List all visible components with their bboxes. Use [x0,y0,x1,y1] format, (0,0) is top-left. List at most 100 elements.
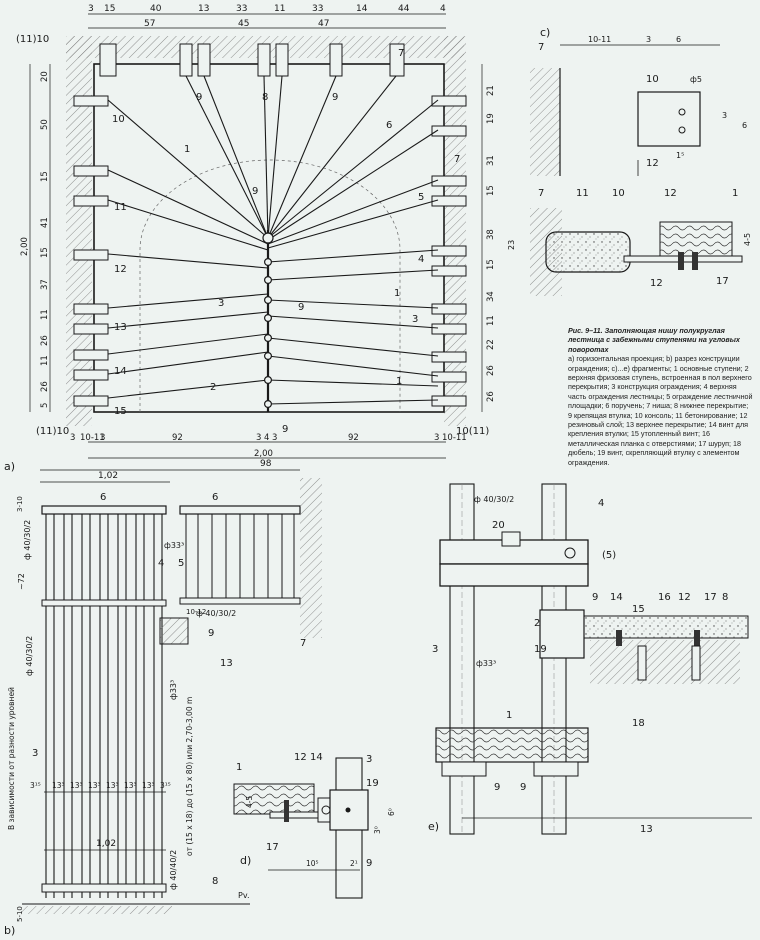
label: 6 [100,492,106,503]
label: 4 [158,558,164,569]
plan-label: 5 [418,192,424,203]
dim-text: 11 [274,4,285,14]
label: 12 [646,158,659,169]
panel-label-e: e) [428,820,439,833]
label: 19 [534,644,547,655]
plan-label: 1 [396,376,402,387]
plan-label: 3 [412,314,418,325]
detail-e-bar-lower [439,563,589,587]
dim-text: 3 [646,35,651,44]
dim-text: 13³ [70,781,83,790]
dim-text: 2¹ [350,859,358,868]
detail-e-bushing-low [441,761,487,777]
label: ф 40/40/2 [169,850,178,890]
dim-text: 13 [198,4,209,14]
plan-labels: (11)10 10 11 12 13 14 15 1 1 1 2 3 3 4 5… [16,34,489,437]
detail-e-slab-lower [590,640,740,684]
panel-label-d: d) [240,854,251,867]
panel-label-a: a) [4,460,15,473]
dim-text: 23 [507,240,516,250]
label: 1 [236,762,242,773]
detail-e-step [435,727,589,763]
detail-e-screw-15-icon [616,630,622,646]
label: Pv. [238,891,249,900]
plan-label: 1 [184,144,190,155]
height-note: от (15 x 18) до (15 x 80) или 2,70-3,00 … [185,697,194,856]
dim-text: 3 [272,433,277,443]
detail-c-screw-icon [678,252,684,270]
plan-label: 4 [418,254,424,265]
detail-c: 7 10-11 3 6 10 ф5 12 3 6 1⁵ 7 11 10 12 1… [507,26,752,296]
dim-text: 26 [40,335,50,346]
dim-text: 13³ [106,781,119,790]
section-b-floor [22,906,172,914]
plan-a: 3 15 40 13 33 11 33 14 44 4 57 45 47 20 … [4,4,496,473]
label: ф33³ [164,541,184,550]
label: 9 [208,628,214,639]
label: 5 [178,558,184,569]
dim-text: 41 [40,217,50,228]
dim-text: 21 [486,85,496,96]
dim-text: 50 [40,119,50,130]
detail-e-bushing [539,609,585,659]
plan-label: 9 [298,302,304,313]
label: 1 [506,710,512,721]
label: 20 [492,520,505,531]
plan-wall-right [444,36,466,426]
detail-e: ф 40/30/2 4 20 (5) 2 9 14 16 12 17 8 15 … [428,483,752,835]
label: 6 [212,492,218,503]
dim-text: 10⁵ [306,859,319,868]
dim-text: 14 [356,4,368,14]
caption-text: a) горизонтальная проекция; b) разрез ко… [568,354,753,467]
dim-text: 47 [318,19,329,29]
dim-text: 45 [238,19,249,29]
plan-label: 6 [386,120,392,131]
dim-text: 11 [40,309,50,320]
label: 11 [576,188,589,199]
dim-text: 22 [486,339,496,350]
dim-text: 33 [312,4,323,14]
dim-text: 11 [40,355,50,366]
dim-text: 3⁰ [373,826,382,834]
plan-label: (11)10 [36,426,69,437]
label: 9 [494,782,500,793]
plan-top-dims: 3 15 40 13 33 11 33 14 44 4 57 45 47 [88,4,446,29]
label: 7 [538,42,544,53]
plan-label: 9 [282,424,288,435]
dim-total: 2,00 [254,449,273,459]
dim-text: 6 [742,121,747,130]
dim-text: ф5 [690,75,702,84]
detail-e-bushing-low [533,761,579,777]
label: 12 [650,278,663,289]
dim-text: 5-10 [16,906,24,922]
plan-label: 11 [114,202,127,213]
label: (5) [602,550,616,561]
detail-e-bar [439,539,589,565]
label: 12 [678,592,691,603]
dim-total: 2,00 [20,237,30,256]
dim-text: 11 [486,315,496,326]
dim-text: 3-10 [16,496,24,512]
detail-e-slab [583,615,749,639]
dim-text: 13³ [124,781,137,790]
plan-label: 2 [210,382,216,393]
plan-left-dims: 20 50 15 41 15 37 11 26 11 26 5 2,00 [20,71,50,408]
plan-label: (11)10 [16,34,49,45]
plan-bushings [262,232,274,409]
label: 7 [300,638,306,649]
detail-d: 1 12 14 3 19 17 9 4-5 10⁵ 2¹ 6⁰ 3⁰ d) [233,752,396,899]
detail-c-concrete [545,231,631,273]
detail-e-dowel [637,645,647,681]
detail-d-labels: 1 12 14 3 19 17 9 4-5 10⁵ 2¹ 6⁰ 3⁰ [236,752,396,869]
label: ф33³ [169,680,178,700]
section-b-landing-rail [179,597,301,605]
dim-text: 3 [256,433,261,443]
dim-text: 15 [40,171,50,182]
dim-text: 26 [40,381,50,392]
label: 16 [658,592,671,603]
label: 14 [610,592,623,603]
dim-text: 15 [486,185,496,196]
plan-consoles-top [99,43,405,77]
plan-label: 9 [196,92,202,103]
section-b-landing-balusters [185,514,295,600]
